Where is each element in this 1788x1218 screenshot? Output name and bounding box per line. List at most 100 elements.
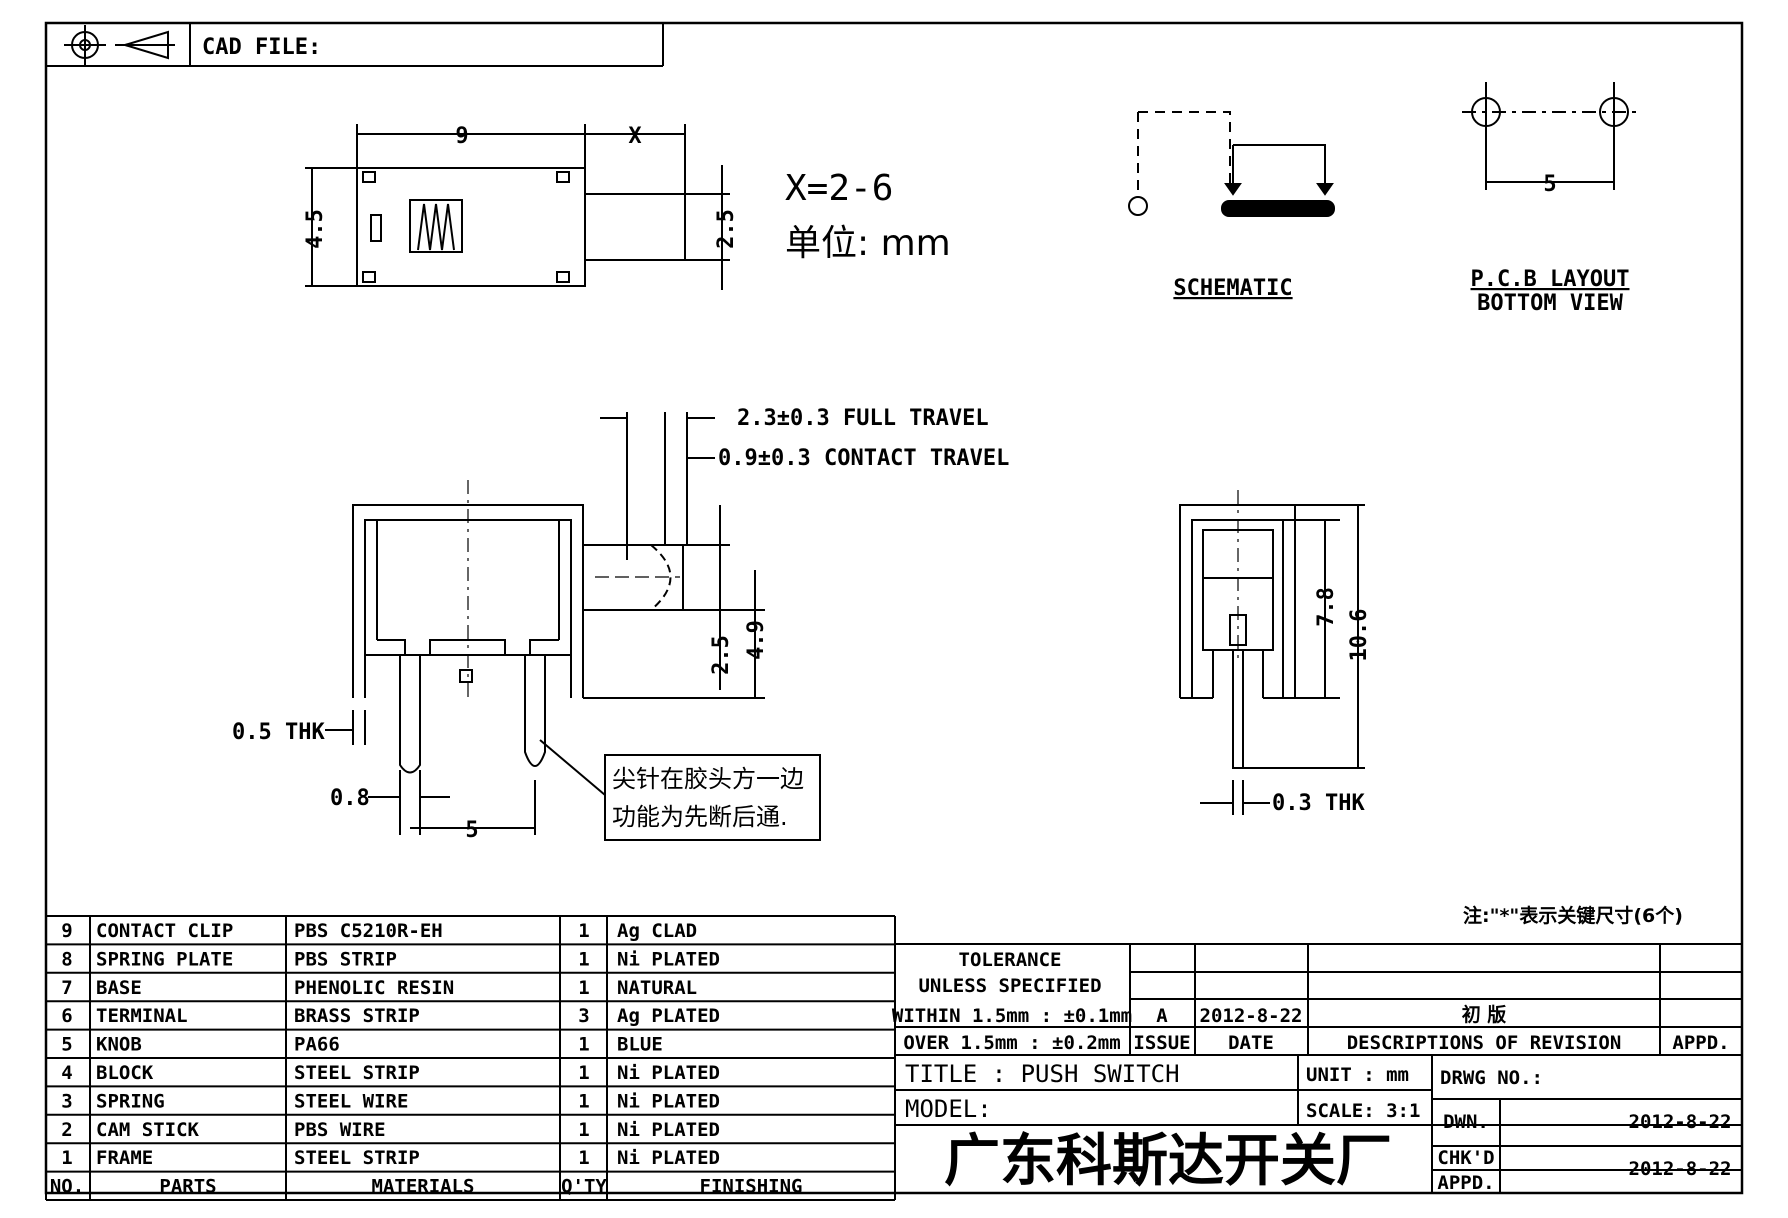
tolerance-over: OVER 1.5mm : ±0.2mm <box>903 1032 1120 1054</box>
part-material: BRASS STRIP <box>294 1005 420 1027</box>
dim-9: 9 <box>455 124 468 149</box>
dwn-date: 2012-8-22 <box>1629 1111 1732 1133</box>
pcb-layout-label: P.C.B LAYOUT <box>1471 267 1630 292</box>
unit-field: UNIT : mm <box>1306 1064 1409 1086</box>
part-finishing: Ni PLATED <box>617 1062 720 1084</box>
thk-0-5-label: 0.5 THK <box>232 720 325 745</box>
key-dimension-note: 注:"*"表示关键尺寸(6个) <box>1463 904 1683 927</box>
part-name: BASE <box>96 977 142 999</box>
part-number: 3 <box>61 1090 72 1112</box>
dim-4-5: 4.5 <box>303 209 328 249</box>
part-material: PHENOLIC RESIN <box>294 977 454 999</box>
part-material: STEEL STRIP <box>294 1062 420 1084</box>
part-qty: 1 <box>578 1147 589 1169</box>
date-label: DATE <box>1228 1032 1274 1054</box>
part-name: SPRING PLATE <box>96 948 233 970</box>
bottom-view-label: BOTTOM VIEW <box>1477 291 1623 316</box>
pin-note-line1: 尖针在胶头方一边 <box>612 765 804 793</box>
part-name: KNOB <box>96 1034 142 1056</box>
part-material: PBS C5210R-EH <box>294 920 443 942</box>
drawing-title: TITLE : PUSH SWITCH <box>905 1060 1180 1088</box>
revision-description: 初 版 <box>1462 1003 1507 1026</box>
part-qty: 1 <box>578 920 589 942</box>
tolerance-within: WITHIN 1.5mm : ±0.1mm <box>892 1005 1132 1027</box>
thk-0-3-label: 0.3 THK <box>1272 791 1365 816</box>
part-qty: 1 <box>578 977 589 999</box>
part-finishing: BLUE <box>617 1034 663 1056</box>
descriptions-label: DESCRIPTIONS OF REVISION <box>1347 1032 1622 1054</box>
full-travel-label: 2.3±0.3 FULL TRAVEL <box>737 406 989 431</box>
pcb-layout-drawing <box>1462 82 1640 190</box>
issue-value: A <box>1156 1005 1168 1027</box>
header-finishing: FINISHING <box>700 1176 803 1198</box>
part-finishing: Ni PLATED <box>617 1119 720 1141</box>
revision-date: 2012-8-22 <box>1200 1005 1303 1027</box>
dim-2-5-top: 2.5 <box>714 209 739 249</box>
x-range-text: X=2-6 <box>785 168 893 209</box>
part-number: 7 <box>61 977 72 999</box>
pin-note-line2: 功能为先断后通. <box>612 803 788 831</box>
header-materials: MATERIALS <box>372 1176 475 1198</box>
part-number: 8 <box>61 948 72 970</box>
top-view-drawing <box>305 124 730 290</box>
part-material: STEEL WIRE <box>294 1090 408 1112</box>
part-name: CAM STICK <box>96 1119 200 1141</box>
header-no: NO. <box>50 1176 84 1198</box>
part-qty: 1 <box>578 1062 589 1084</box>
part-material: PBS STRIP <box>294 948 397 970</box>
part-finishing: Ag CLAD <box>617 920 697 942</box>
part-name: BLOCK <box>96 1062 154 1084</box>
chkd-label: CHK'D <box>1437 1147 1494 1169</box>
header-parts: PARTS <box>159 1176 216 1198</box>
part-material: STEEL STRIP <box>294 1147 420 1169</box>
part-name: CONTACT CLIP <box>96 920 233 942</box>
part-number: 1 <box>61 1147 72 1169</box>
part-name: TERMINAL <box>96 1005 188 1027</box>
header-strip: CAD FILE: <box>46 23 664 67</box>
pcb-dim-5: 5 <box>1543 172 1556 197</box>
model-label: MODEL: <box>905 1095 992 1123</box>
part-number: 5 <box>61 1034 72 1056</box>
part-number: 4 <box>61 1062 72 1084</box>
part-number: 2 <box>61 1119 72 1141</box>
tolerance-label: TOLERANCE <box>959 949 1062 971</box>
header-qty: Q'TY <box>561 1176 607 1198</box>
company-name: 广东科斯达开关厂 <box>944 1129 1392 1194</box>
part-finishing: Ni PLATED <box>617 948 720 970</box>
dim-2-5-front: 2.5 <box>709 635 734 675</box>
side-view-drawing <box>1179 490 1365 815</box>
dim-x: X <box>628 124 641 149</box>
part-qty: 1 <box>578 1034 589 1056</box>
scale-field: SCALE: 3:1 <box>1306 1100 1420 1122</box>
dim-10-6: 10.6 <box>1347 609 1372 662</box>
part-name: FRAME <box>96 1147 153 1169</box>
dwn-label: DWN. <box>1443 1111 1489 1133</box>
part-qty: 1 <box>578 948 589 970</box>
dim-7-8: 7.8 <box>1314 587 1339 627</box>
part-finishing: NATURAL <box>617 977 697 999</box>
part-finishing: Ag PLATED <box>617 1005 720 1027</box>
part-qty: 1 <box>578 1090 589 1112</box>
unless-specified-label: UNLESS SPECIFIED <box>918 975 1101 997</box>
part-name: SPRING <box>96 1090 165 1112</box>
part-qty: 3 <box>578 1005 589 1027</box>
dim-0-8: 0.8 <box>330 786 370 811</box>
part-qty: 1 <box>578 1119 589 1141</box>
dim-4-9: 4.9 <box>744 620 769 660</box>
issue-label: ISSUE <box>1133 1032 1190 1054</box>
schematic-label: SCHEMATIC <box>1173 276 1292 301</box>
contact-travel-label: 0.9±0.3 CONTACT TRAVEL <box>718 446 1009 471</box>
appd-label: APPD. <box>1672 1032 1729 1054</box>
unit-note: 单位: mm <box>785 223 951 264</box>
dim-5-front: 5 <box>465 818 478 843</box>
front-view-drawing <box>325 412 821 841</box>
part-material: PBS WIRE <box>294 1119 386 1141</box>
part-number: 6 <box>61 1005 72 1027</box>
drwg-no-label: DRWG NO.: <box>1440 1067 1543 1089</box>
part-finishing: Ni PLATED <box>617 1147 720 1169</box>
part-number: 9 <box>61 920 72 942</box>
appd2-label: APPD. <box>1437 1172 1494 1194</box>
chk-date: 2012-8-22 <box>1629 1158 1732 1180</box>
